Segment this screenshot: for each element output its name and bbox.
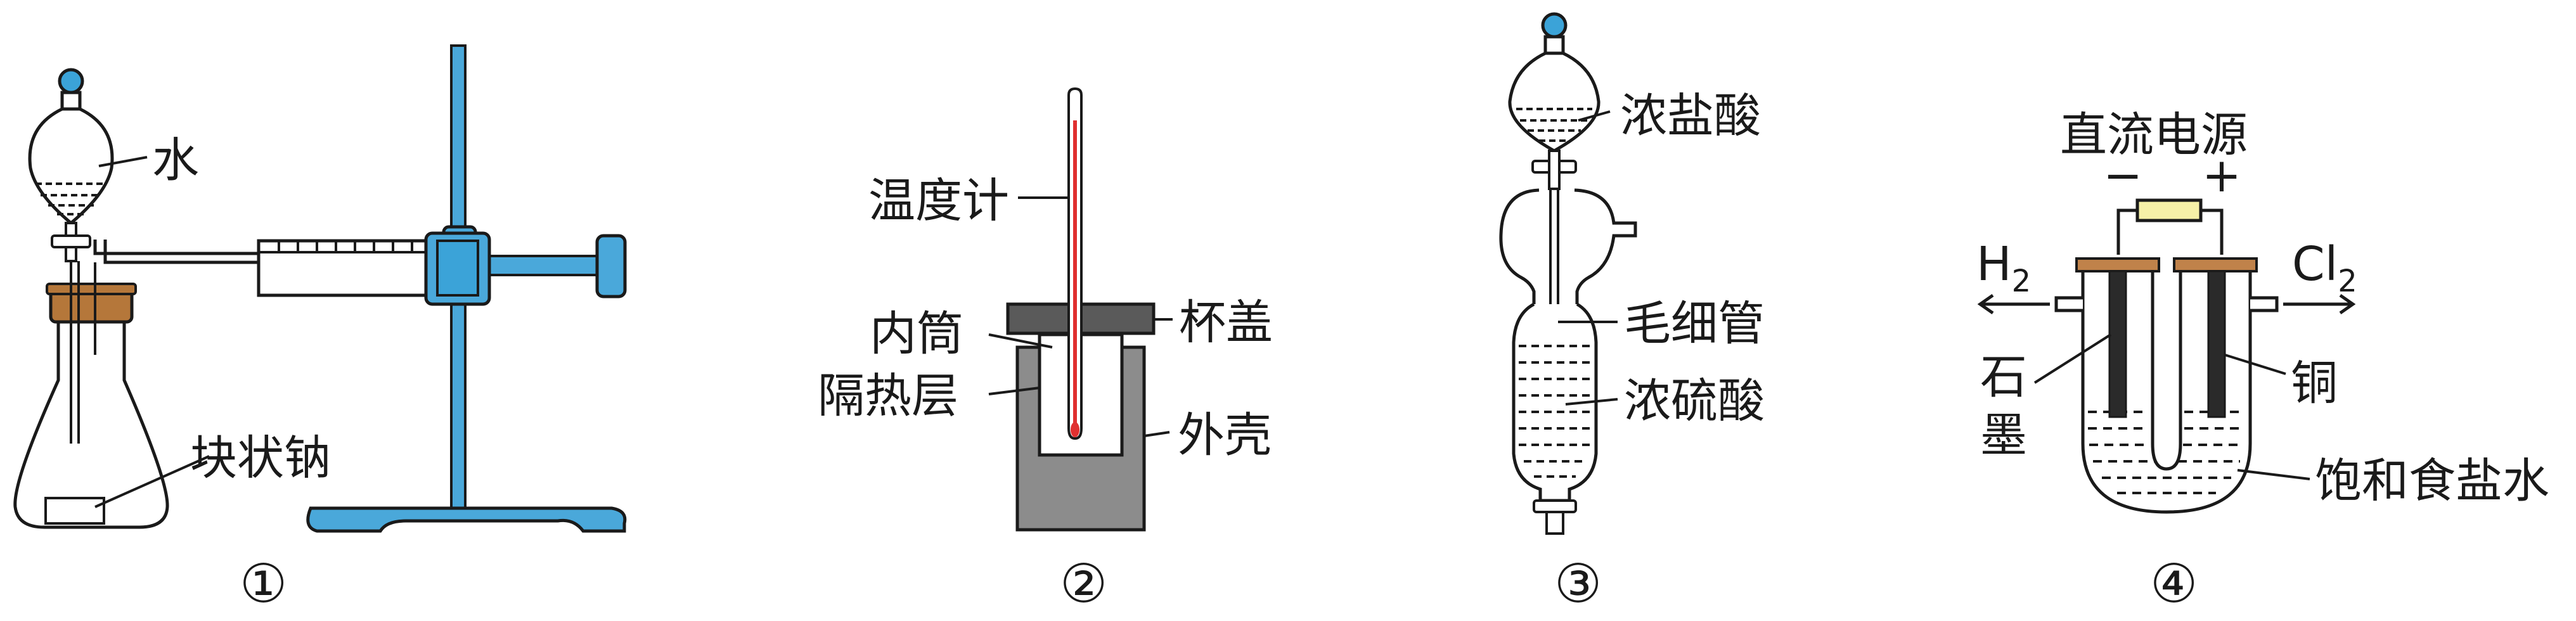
label-copper: 铜 (2291, 356, 2338, 411)
apparatus-number-2: ② (1060, 553, 1107, 615)
label-graphite-1: 石 (1980, 350, 2027, 404)
separatory-funnel (28, 68, 114, 262)
copper-electrode (2207, 270, 2226, 418)
label-brine: 饱和食盐水 (2315, 454, 2549, 508)
label-conc-hcl: 浓盐酸 (1620, 89, 1761, 143)
label-plus: + (2202, 148, 2241, 203)
apparatus-2: 温度计 杯盖 内筒 隔热层 外壳 ② (818, 87, 1273, 615)
label-cl2: Cl2 (2292, 237, 2357, 299)
power-supply (2135, 198, 2203, 222)
apparatus-4: 直流电源 − + H2 Cl2 (1976, 108, 2549, 615)
apparatus-number-3: ③ (1554, 553, 1602, 615)
label-sodium: 块状钠 (190, 431, 331, 485)
syringe (257, 231, 491, 306)
apparatus-number-4: ④ (2150, 553, 2198, 615)
dropping-funnel (1508, 12, 1600, 190)
label-minus: − (2103, 148, 2142, 203)
label-h2: H2 (1976, 237, 2031, 299)
label-lid: 杯盖 (1179, 295, 1273, 350)
apparatus-3: 浓盐酸 毛细管 浓硫酸 ③ (1499, 12, 1765, 615)
apparatus-1: 水 块状钠 ① (13, 44, 627, 615)
label-dc-power: 直流电源 (2060, 108, 2248, 162)
label-inner-cup: 内筒 (870, 307, 963, 361)
graphite-electrode (2108, 270, 2127, 418)
apparatus-number-1: ① (240, 553, 287, 615)
thermometer (1067, 87, 1083, 440)
label-conc-h2so4: 浓硫酸 (1624, 374, 1765, 428)
label-thermometer: 温度计 (868, 174, 1009, 228)
label-water: 水 (152, 133, 199, 188)
label-insulation: 隔热层 (818, 369, 958, 423)
conical-flask (13, 261, 169, 529)
label-shell: 外壳 (1178, 408, 1272, 463)
label-graphite-2: 墨 (1980, 408, 2027, 463)
label-capillary: 毛细管 (1624, 297, 1765, 351)
